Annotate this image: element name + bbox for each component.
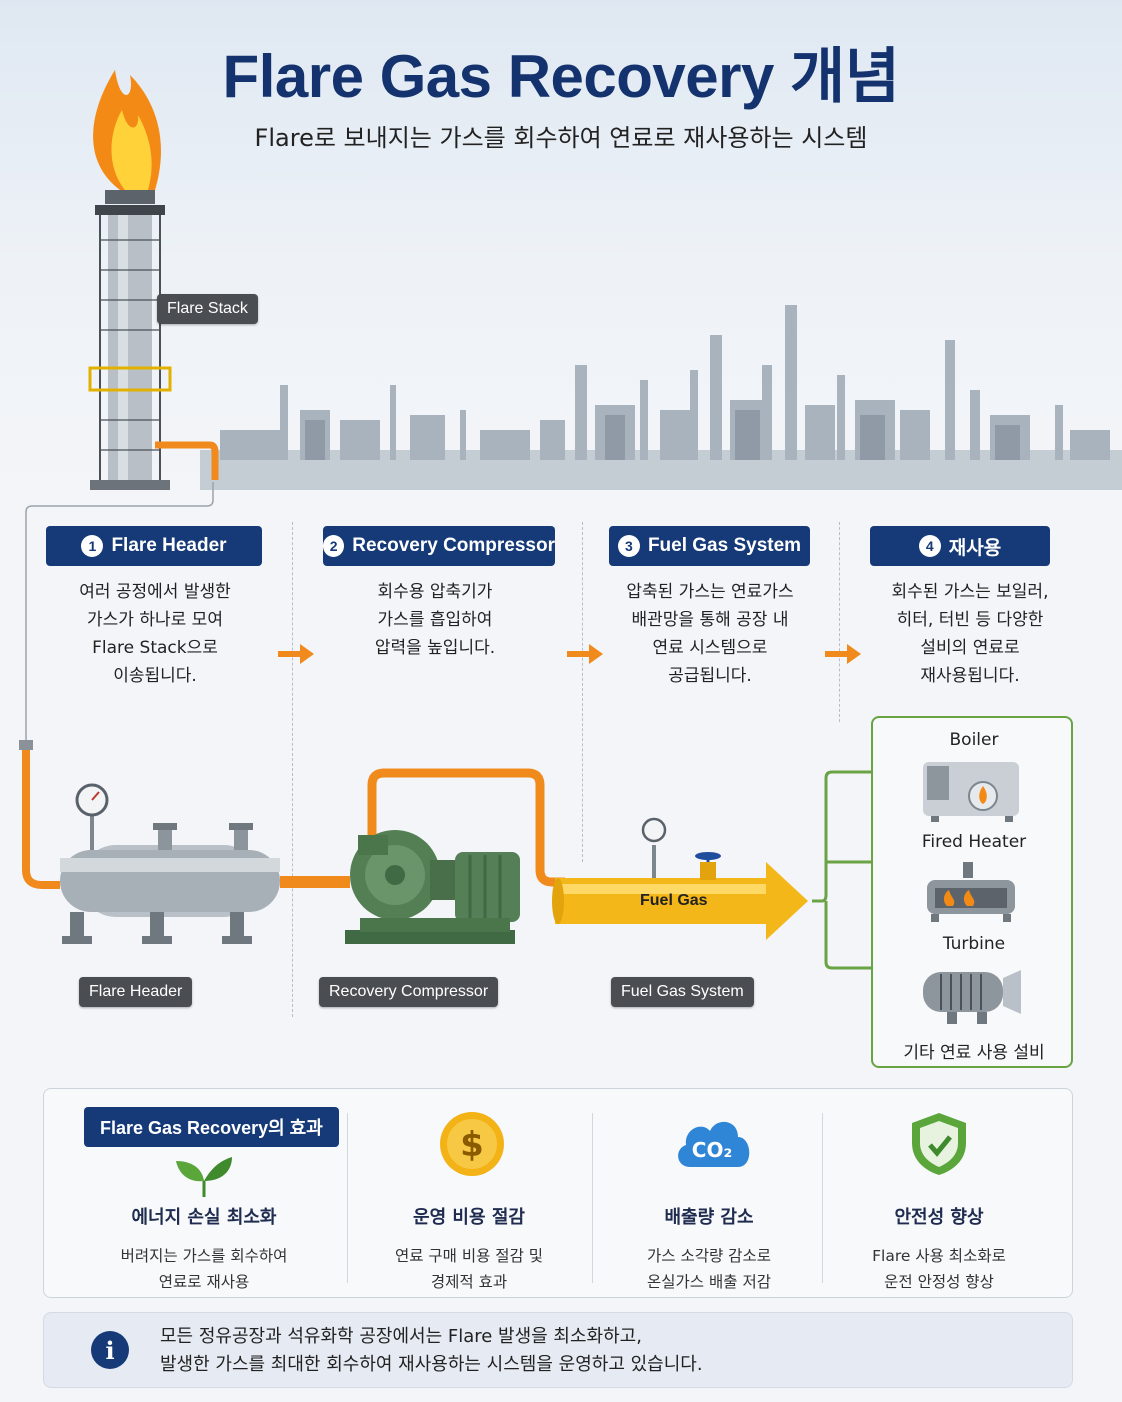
flame-icon [93,70,161,190]
flow-arrow-icon [278,644,314,664]
flare-header-label: Flare Header [79,977,193,1007]
step-4-badge: 4 재사용 [870,526,1050,566]
effect-divider [822,1113,823,1283]
step-1-badge: 1 Flare Header [46,526,262,566]
step-divider [582,522,583,862]
step-3-badge: 3 Fuel Gas System [609,526,810,566]
step-3-number: 3 [617,535,640,557]
step-2-number: 2 [323,535,345,557]
dollar-coin-icon: $ [440,1112,504,1176]
effect-divider [592,1113,593,1283]
distribution-lines [812,770,878,970]
flow-arrow-icon [567,644,603,664]
flow-arrow-icon [825,644,861,664]
shield-icon [912,1113,966,1175]
svg-text:$: $ [460,1125,484,1165]
turbine-icon [923,970,1021,1024]
fuel-gas-pipe-label: Fuel Gas [640,892,708,909]
other-fuel-equipment-label: 기타 연료 사용 설비 [903,1043,1045,1063]
refinery-skyline [200,305,1122,490]
flare-stack-label: Flare Stack [157,294,258,324]
process-equipment-illustration [19,740,886,975]
fired-heater-icon [927,862,1015,922]
co2-cloud-icon: CO₂ [678,1121,750,1167]
boiler-label: Boiler [949,730,999,750]
effect-title: 배출량 감소 [664,1207,754,1228]
info-text: 모든 정유공장과 석유화학 공장에서는 Flare 발생을 최소화하고, 발생한… [160,1326,703,1375]
effect-title: 운영 비용 절감 [413,1207,525,1228]
fuel-gas-system-label: Fuel Gas System [611,977,754,1007]
recovery-compressor-label: Recovery Compressor [319,977,499,1007]
step-3-title: Fuel Gas System [647,535,802,556]
turbine-label: Turbine [942,934,1006,954]
step-4-title: 재사용 [948,537,1002,559]
step-1-title: Flare Header [111,535,227,556]
leaf-icon [176,1157,232,1197]
step-4-number: 4 [918,535,941,557]
effects-heading: Flare Gas Recovery의 효과 [84,1107,339,1147]
recovery-compressor-machine [345,768,565,944]
boiler-icon [923,762,1019,822]
step-2-title: Recovery Compressor [352,535,555,556]
step-divider [292,522,293,1017]
page-subtitle: Flare로 보내지는 가스를 회수하여 연료로 재사용하는 시스템 [254,124,868,152]
hero-banner [0,0,1122,490]
fuel-consumers-box: Boiler Fired Heater Turbine 기타 연료 사용 설비 [871,716,1073,1068]
flare-header-vessel [60,783,280,944]
step-1-number: 1 [81,535,104,557]
fired-heater-label: Fired Heater [921,832,1027,852]
flare-stack [88,70,219,490]
fuel-gas-pipe-arrow [552,817,808,940]
effects-panel: Flare Gas Recovery의 효과 에너지 손실 최소화 버려지는 가… [43,1088,1073,1298]
valve-icon [695,852,721,860]
step-divider [839,522,840,722]
effect-title: 안전성 향상 [894,1207,984,1228]
step-2-badge: 2 Recovery Compressor [323,526,555,566]
page-title: Flare Gas Recovery 개념 [222,43,900,110]
pressure-gauge-icon [641,817,667,843]
stack-connector-line [25,482,214,742]
effect-title: 에너지 손실 최소화 [131,1207,277,1228]
svg-text:CO₂: CO₂ [692,1138,732,1162]
info-banner: i 모든 정유공장과 석유화학 공장에서는 Flare 발생을 최소화하고, 발… [43,1312,1073,1388]
effect-divider [347,1113,348,1283]
info-icon: i [91,1331,129,1369]
